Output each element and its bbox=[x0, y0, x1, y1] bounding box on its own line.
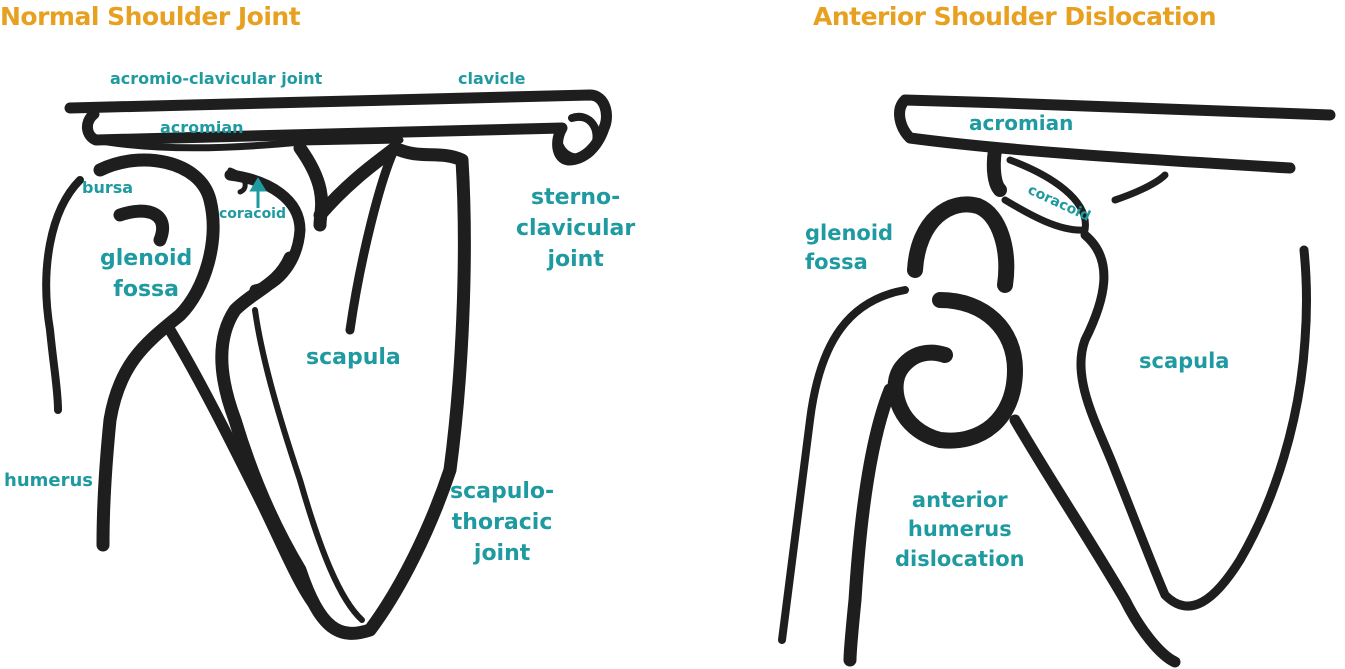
dislocation-acromion-drop bbox=[986, 143, 1007, 197]
dislocation-humerus-shaft-inner bbox=[843, 383, 897, 667]
anterior-word: anterior bbox=[911, 488, 1008, 512]
normal-humerus-lateral bbox=[42, 176, 84, 414]
normal-acromian-label: acromian bbox=[160, 118, 244, 137]
dislocation-acromian-label: acromian bbox=[969, 111, 1074, 135]
dislocation-fossa-word: fossa bbox=[805, 250, 868, 275]
dislocation-scapula-outline bbox=[1076, 230, 1312, 611]
sc-joint-word: joint bbox=[547, 246, 604, 272]
scapulo-word: scapulo- bbox=[450, 479, 555, 504]
scapulo-thoracic-joint-label: scapulo- thoracic joint bbox=[450, 477, 554, 569]
dislocation-humerus-head bbox=[887, 292, 1023, 449]
bursa-label: bursa bbox=[82, 178, 134, 197]
normal-clavicle-end bbox=[556, 112, 601, 162]
normal-acromion-shape bbox=[92, 136, 404, 152]
dislocation-glenoid-fossa-label: glenoid fossa bbox=[805, 219, 893, 278]
normal-coracoid-label: coracoid bbox=[219, 206, 287, 222]
clavicular-word: clavicular bbox=[516, 215, 636, 241]
normal-glenoid-word: glenoid bbox=[100, 246, 193, 271]
st-joint-word: joint bbox=[473, 540, 531, 566]
dislocation-scapula-lateral bbox=[1009, 414, 1181, 668]
dislocation-word: dislocation bbox=[895, 546, 1025, 571]
normal-clavicle-shape bbox=[64, 89, 612, 166]
normal-scapula-outline bbox=[215, 141, 471, 640]
sterno-clavicular-joint-label: sterno- clavicular joint bbox=[516, 183, 635, 275]
normal-coracoid-arrow bbox=[249, 177, 267, 208]
anterior-humerus-dislocation-label: anterior humerus dislocation bbox=[895, 486, 1025, 574]
normal-shoulder-drawing bbox=[42, 89, 612, 640]
dislocation-humerus-shaft bbox=[778, 286, 909, 644]
dislocation-drawing bbox=[778, 94, 1336, 668]
normal-glenoid-fossa-label: glenoid fossa bbox=[100, 244, 192, 306]
normal-scapula-ridge bbox=[252, 307, 365, 623]
dislocation-humerus-word: humerus bbox=[907, 517, 1012, 542]
normal-scapula-lateral bbox=[345, 143, 400, 335]
dislocation-glenoid-word: glenoid bbox=[805, 221, 894, 245]
thoracic-word: thoracic bbox=[451, 509, 553, 535]
sterno-word: sterno- bbox=[530, 185, 621, 210]
dislocation-coracoid-shape bbox=[1001, 156, 1169, 234]
normal-fossa-word: fossa bbox=[113, 276, 179, 302]
dislocation-glenoid-ring bbox=[907, 196, 1015, 293]
normal-scapula-label: scapula bbox=[306, 345, 401, 370]
acromio-clavicular-joint-label: acromio-clavicular joint bbox=[110, 69, 323, 88]
normal-humerus-head bbox=[93, 153, 220, 552]
dislocation-title: Anterior Shoulder Dislocation bbox=[813, 2, 1217, 31]
dislocation-acromion-shape bbox=[894, 94, 1336, 174]
humerus-label: humerus bbox=[4, 470, 93, 491]
normal-joint-title: Normal Shoulder Joint bbox=[0, 2, 301, 31]
clavicle-label: clavicle bbox=[458, 69, 526, 88]
dislocation-scapula-label: scapula bbox=[1139, 349, 1230, 373]
normal-humerus-medial bbox=[164, 324, 324, 616]
normal-coracoid-shape bbox=[227, 167, 248, 195]
